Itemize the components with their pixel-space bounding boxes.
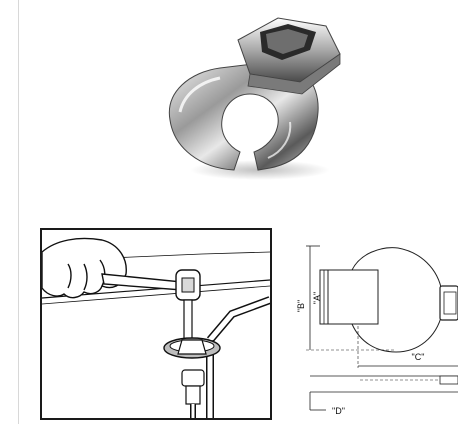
dimension-label-c: "C" bbox=[412, 352, 425, 362]
dimension-drawing: "B" "A" "C" "D" bbox=[280, 226, 458, 424]
hand-drawing bbox=[42, 237, 127, 299]
dimension-label-a: "A" bbox=[312, 292, 322, 304]
usage-illustration bbox=[40, 228, 272, 420]
dimension-label-b: "B" bbox=[296, 300, 306, 312]
page-left-rule bbox=[18, 0, 19, 424]
dimension-label-d: "D" bbox=[332, 406, 345, 416]
crowfoot-wrench-photo bbox=[150, 2, 355, 194]
